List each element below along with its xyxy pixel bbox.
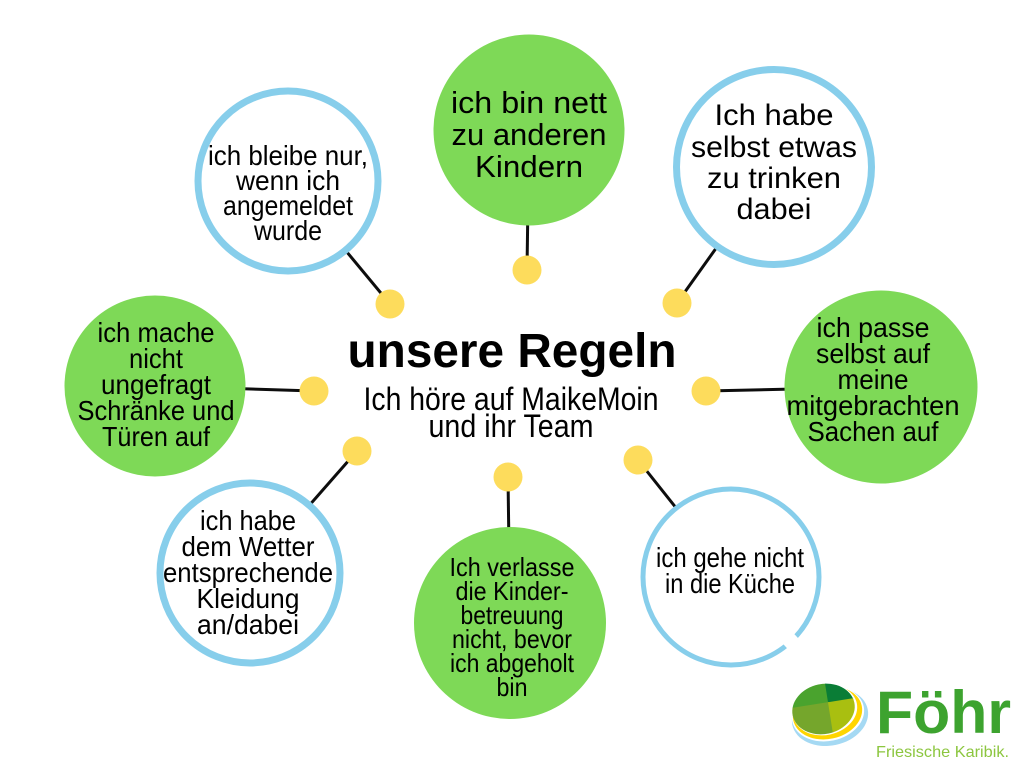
svg-text:ich gehe nicht: ich gehe nicht (656, 542, 804, 573)
svg-text:Schränke und: Schränke und (78, 395, 235, 426)
svg-text:Sachen auf: Sachen auf (808, 416, 939, 447)
svg-text:zu anderen: zu anderen (452, 117, 607, 152)
svg-text:wenn ich: wenn ich (235, 165, 340, 196)
svg-text:ich bin nett: ich bin nett (451, 85, 607, 120)
svg-text:Ich habe: Ich habe (715, 99, 834, 132)
svg-text:Türen auf: Türen auf (102, 421, 210, 452)
svg-text:mitgebrachten: mitgebrachten (787, 390, 960, 421)
svg-text:angemeldet: angemeldet (223, 190, 353, 221)
svg-text:die Kinder-: die Kinder- (456, 576, 569, 606)
svg-text:Ich verlasse: Ich verlasse (450, 552, 575, 582)
svg-text:ich passe: ich passe (817, 312, 930, 343)
svg-text:zu trinken: zu trinken (707, 162, 841, 195)
svg-text:nicht, bevor: nicht, bevor (452, 624, 572, 654)
svg-text:selbst etwas: selbst etwas (691, 131, 857, 164)
svg-text:selbst auf: selbst auf (816, 338, 930, 369)
svg-text:dem Wetter: dem Wetter (182, 531, 315, 562)
svg-text:Kindern: Kindern (475, 149, 583, 184)
svg-text:wurde: wurde (253, 215, 322, 246)
svg-text:Föhr: Föhr (876, 679, 1011, 746)
svg-text:entsprechende: entsprechende (163, 557, 333, 588)
svg-text:unsere Regeln: unsere Regeln (348, 325, 677, 378)
svg-text:nicht: nicht (129, 343, 183, 374)
svg-text:an/dabei: an/dabei (197, 609, 299, 640)
svg-text:Friesische Karibik.: Friesische Karibik. (876, 744, 1009, 761)
svg-text:ich habe: ich habe (200, 505, 296, 536)
svg-text:ich bleibe nur,: ich bleibe nur, (208, 140, 368, 171)
svg-text:ich abgeholt: ich abgeholt (450, 648, 575, 678)
svg-text:in die Küche: in die Küche (665, 568, 795, 599)
svg-text:bin: bin (497, 672, 528, 702)
svg-text:betreuung: betreuung (461, 600, 564, 630)
svg-text:ich mache: ich mache (98, 317, 215, 348)
svg-text:Ich höre auf MaikeMoin: Ich höre auf MaikeMoin (364, 381, 659, 417)
svg-text:Kleidung: Kleidung (197, 583, 300, 614)
svg-text:dabei: dabei (737, 193, 812, 226)
svg-text:ungefragt: ungefragt (101, 369, 211, 400)
svg-text:meine: meine (838, 364, 909, 395)
svg-text:und ihr Team: und ihr Team (429, 408, 594, 444)
